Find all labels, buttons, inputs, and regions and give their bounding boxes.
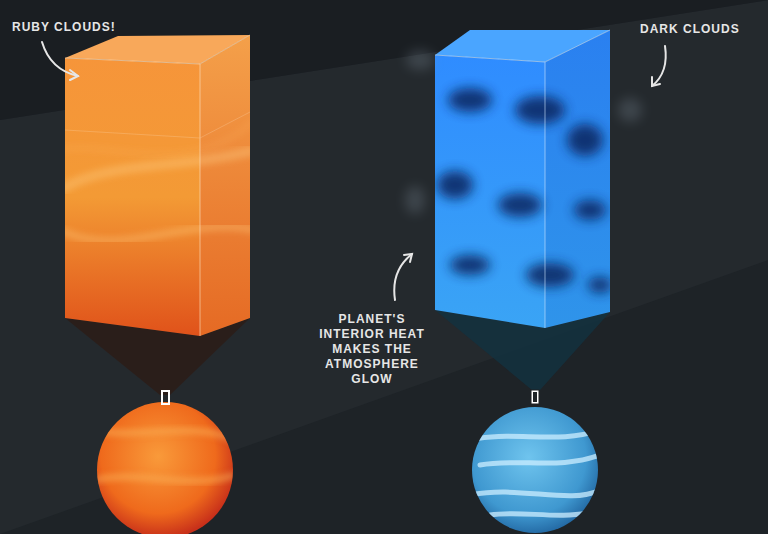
callout-label: DARK CLOUDS [640, 22, 740, 37]
callout-label: RUBY CLOUDS! [12, 20, 116, 35]
leader-arrows [42, 42, 666, 300]
callout-label: PLANET'S INTERIOR HEAT MAKES THE ATMOSPH… [310, 312, 434, 387]
